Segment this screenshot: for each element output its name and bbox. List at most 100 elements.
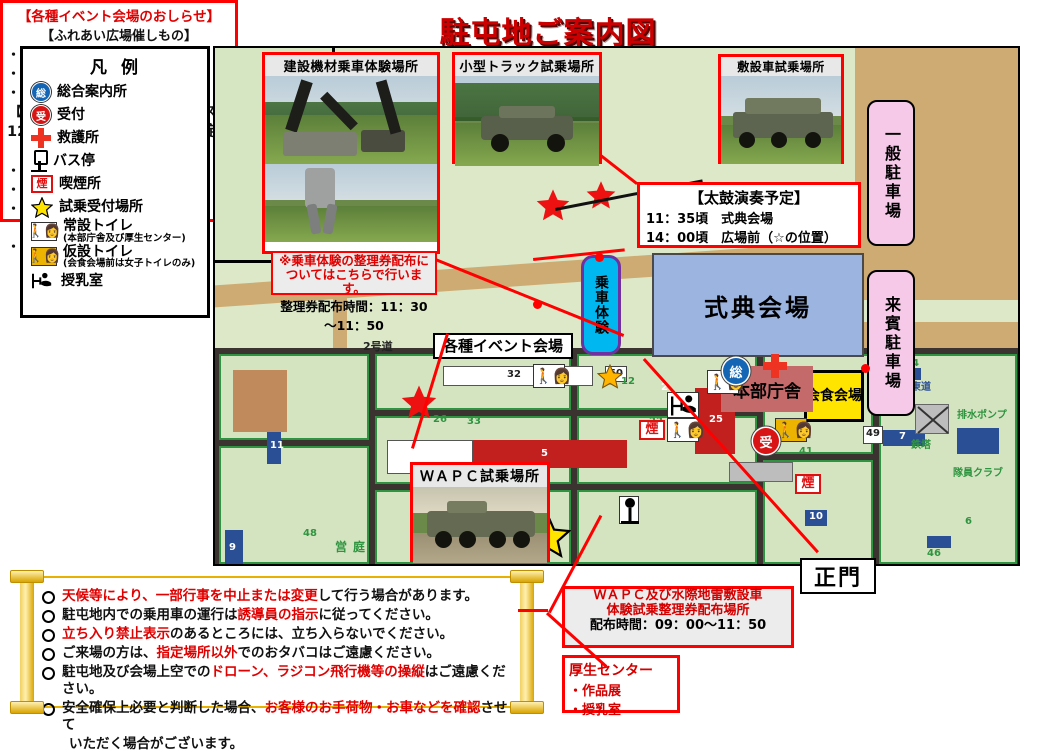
legend-item-reception: 受 受付	[31, 104, 201, 126]
photo-small-truck	[455, 76, 599, 166]
notice-bullet-icon	[42, 667, 55, 680]
permanent-toilet-icon: 🚶👩	[27, 221, 61, 241]
map-label-ceremony-venue[interactable]: 式典会場	[652, 253, 864, 357]
legend-item-trial-ride: 試乗受付場所	[31, 196, 201, 218]
map-label-parade-ground: 営庭	[335, 540, 372, 554]
welfare-item: ・授乳室	[569, 703, 622, 718]
photo-callout-small-truck[interactable]: 小型トラック試乗場所	[452, 52, 602, 166]
map-road-ne	[857, 48, 1018, 94]
map-building	[927, 536, 951, 548]
legend-label: 常設トイレ (本部庁舎及び厚生センター)	[63, 218, 186, 244]
notice-bullet-icon	[42, 648, 55, 661]
legend-sublabel: (会食会場前は女子トイレのみ)	[63, 258, 196, 270]
notice-text: いただく場合がございます。	[69, 736, 244, 752]
map-building	[883, 430, 925, 446]
building-number: 12	[621, 376, 635, 387]
yellow-star-marker	[596, 363, 624, 393]
notice-scroll-panel: 天候等により、一部行事を中止または変更して行う場合があります。 駐屯地内での乗用…	[8, 570, 546, 752]
notice-text: 立ち入り禁止表示のあるところには、立ち入らないでください。	[62, 626, 454, 642]
map-label-road2: 2号道	[363, 340, 393, 353]
photo-title: 小型トラック試乗場所	[455, 55, 599, 76]
building-number: 25	[709, 414, 723, 425]
wapc-ticket-distribution-box: ＷＡＰＣ及び水際地雷敷設車 体験試乗整理券配布場所 配布時間：09：00～11：…	[562, 586, 794, 648]
map-block	[879, 354, 1017, 564]
ride-ticket-note: ※乗車体験の整理券配布に ついてはこちらで行います。 整理券配布時間：11：30…	[271, 251, 437, 333]
building-number: 9	[229, 542, 236, 553]
notice-text: 駐屯地及び会場上空でのドローン、ラジコン飛行機等の操縦はご遠慮ください。	[62, 664, 506, 697]
building-number: 11	[270, 440, 284, 451]
wapc-ticket-line1: ＷＡＰＣ及び水際地雷敷設車	[593, 588, 763, 603]
building-number: 41	[799, 446, 813, 457]
map-label-ride-experience[interactable]: 乗車体験	[581, 255, 621, 355]
photo-layer-vehicle	[721, 76, 841, 164]
building-number: 32	[507, 369, 521, 380]
scroll-cap	[10, 570, 44, 583]
scroll-rod-right	[520, 570, 534, 714]
notice-row: 立ち入り禁止表示のあるところには、立ち入らないでください。	[42, 626, 516, 643]
wapc-ticket-line2: 体験試乗整理券配布場所	[606, 602, 750, 618]
map-route-endpoint	[861, 364, 870, 373]
building-number: 48	[303, 528, 317, 539]
red-star-marker	[535, 188, 571, 226]
notice-row: 天候等により、一部行事を中止または変更して行う場合があります。	[42, 588, 516, 605]
reception-circle-icon: 受	[753, 428, 779, 454]
map-label-guest-parking[interactable]: 来賓駐車場	[867, 270, 915, 416]
info-circle-icon: 総	[31, 82, 51, 102]
legend-title: 凡 例	[90, 58, 142, 78]
photo-callout-wapc[interactable]: ＷＡＰＣ試乗場所	[410, 462, 550, 563]
page-title: 駐屯地ご案内図	[439, 16, 657, 51]
building-number: 2	[661, 382, 668, 393]
event-box-header: 【各種イベント会場のおしらせ】	[17, 9, 221, 25]
building-number: 5	[541, 448, 548, 459]
drum-performance-schedule: 【太鼓演奏予定】 11：35頃 式典会場 14：00頃 広場前（☆の位置）	[637, 182, 861, 248]
map-block	[219, 446, 369, 564]
building-number: 7	[899, 431, 906, 442]
notice-text: 天候等により、一部行事を中止または変更して行う場合があります。	[62, 588, 478, 604]
legend-label: 総合案内所	[57, 83, 127, 100]
smoking-area-icon: 煙	[639, 420, 665, 440]
map-building	[957, 428, 999, 454]
legend-item-smoking: 煙 喫煙所	[31, 173, 201, 195]
welfare-title: 厚生センター	[569, 663, 653, 679]
reception-circle-icon: 受	[31, 105, 51, 125]
permanent-toilet-icon: 🚶👩	[667, 418, 705, 442]
scroll-cap	[510, 570, 544, 583]
legend-label: 救護所	[57, 129, 99, 146]
map-building	[729, 462, 793, 482]
notice-text: ご来場の方は、指定場所以外でのおタバコはご遠慮ください。	[62, 645, 440, 661]
map-building	[267, 432, 281, 464]
photo-title: ＷＡＰＣ試乗場所	[413, 465, 547, 487]
scroll-rod-left	[20, 570, 34, 714]
photo-callout-layer-vehicle[interactable]: 敷設車試乗場所	[718, 54, 844, 164]
map-label-east-road: 東道	[911, 382, 931, 393]
notice-text: 駐屯地内での乗用車の運行は誘導員の指示に従ってください。	[62, 607, 439, 623]
map-label-steel-tower: 鉄塔	[911, 440, 931, 451]
photo-callout-construction[interactable]: 建設機材乗車体験場所 ※乗車体験の整理券配布に ついてはこちらで行います。 整理…	[262, 52, 440, 333]
map-label-general-parking[interactable]: 一般駐車場	[867, 100, 915, 246]
red-star-marker	[400, 384, 438, 424]
building-number: 10	[805, 510, 827, 526]
notice-bullet-icon	[42, 591, 55, 604]
map-route-endpoint	[533, 300, 542, 309]
notice-row: いただく場合がございます。	[42, 736, 516, 753]
photo-title: 敷設車試乗場所	[721, 57, 841, 76]
notice-paper: 天候等により、一部行事を中止または変更して行う場合があります。 駐屯地内での乗用…	[28, 576, 526, 752]
legend-sublabel: (本部庁舎及び厚生センター)	[63, 232, 186, 244]
event-box-sub1: 【ふれあい広場催しもの】	[40, 29, 197, 44]
map-label-event-venue[interactable]: 各種イベント会場	[433, 333, 573, 359]
photo-construction-upper	[265, 76, 437, 164]
temporary-toilet-icon: 🚶👩	[775, 418, 813, 442]
legend-item-info-center: 総 総合案内所	[31, 81, 201, 103]
ticket-note-line1: ※乗車体験の整理券配布に	[279, 253, 429, 268]
notice-row: 駐屯地及び会場上空でのドローン、ラジコン飛行機等の操縦はご遠慮ください。	[42, 664, 516, 698]
notice-bullet-icon	[42, 629, 55, 642]
photo-title: 建設機材乗車体験場所	[265, 55, 437, 76]
notice-row: 安全確保上必要と判断した場合、お客様のお手荷物・お車などを確認させて	[42, 700, 516, 734]
photo-wapc	[413, 487, 547, 563]
ticket-note-line3: 整理券配布時間：11：30～11：50	[280, 299, 428, 333]
map-building	[233, 370, 287, 432]
legend-item-temporary-toilet: 🚶👩 仮設トイレ (会食会場前は女子トイレのみ)	[28, 244, 201, 270]
connector-line	[518, 609, 548, 612]
map-label-meal-venue[interactable]: 会食会場	[804, 370, 864, 422]
welfare-center-box: 厚生センター ・作品展 ・授乳室	[562, 655, 680, 718]
